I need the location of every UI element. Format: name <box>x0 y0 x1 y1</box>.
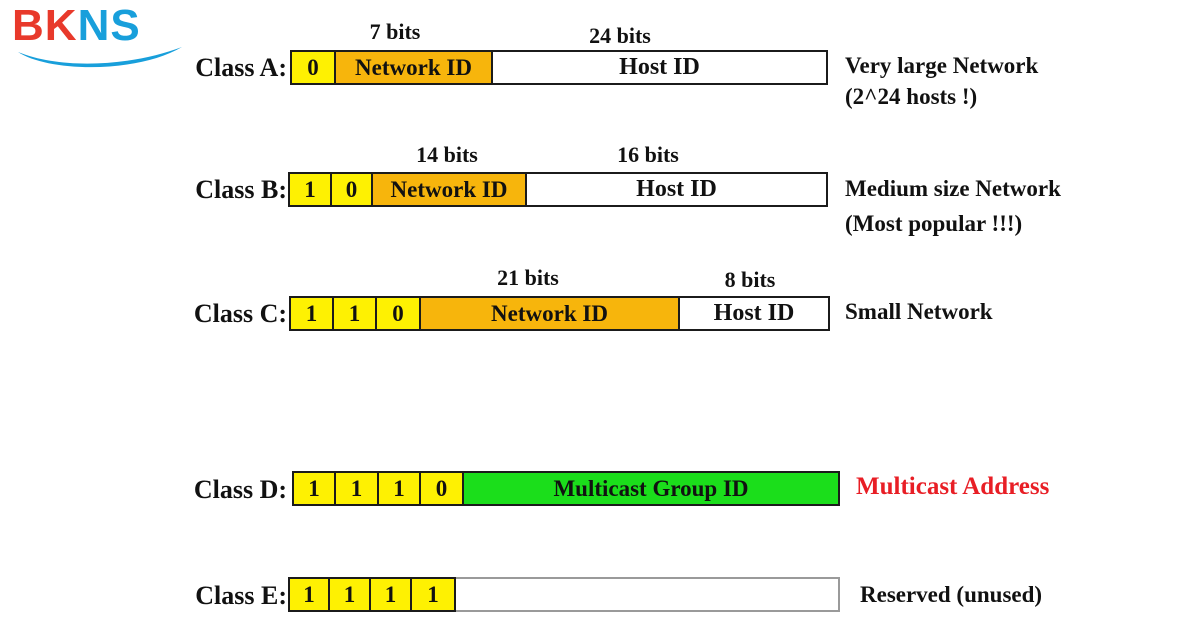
class-d-bit-0: 1 <box>294 473 336 504</box>
class-b-label: Class B: <box>195 175 287 204</box>
logo-part-ns: NS <box>77 1 141 50</box>
logo-swoosh-icon <box>14 44 186 75</box>
class-c-host-bits-label: 8 bits <box>724 267 776 292</box>
class-a-host-id-cell: Host ID <box>493 52 826 83</box>
logo-text: BKNS <box>12 4 192 48</box>
class-c-bit-2: 0 <box>377 298 421 329</box>
class-c-bit-1: 1 <box>334 298 377 329</box>
bkns-logo: BKNS <box>12 4 192 68</box>
class-c-network-id-cell: Network ID <box>421 298 680 329</box>
class-a-bit-0: 0 <box>292 52 336 83</box>
class-b-host-bits-label: 16 bits <box>617 142 679 167</box>
class-c-host-id-cell: Host ID <box>680 298 828 329</box>
class-e-bit-0: 1 <box>290 579 330 610</box>
class-a-bar: 0 Network ID Host ID <box>290 50 828 85</box>
class-e-label: Class E: <box>195 581 287 610</box>
class-a-host-bits-label: 24 bits <box>589 23 651 48</box>
class-e-bit-group: 1 1 1 1 <box>288 577 456 612</box>
class-d-bit-3: 0 <box>421 473 464 504</box>
class-c-network-bits-label: 21 bits <box>497 265 559 290</box>
class-a-note-line2: (2^24 hosts !) <box>845 84 978 109</box>
class-e-bit-3: 1 <box>412 579 454 610</box>
class-c-note-line1: Small Network <box>845 299 993 324</box>
class-e-bit-1: 1 <box>330 579 371 610</box>
class-c-bar: 1 1 0 Network ID Host ID <box>289 296 830 331</box>
class-c-label: Class C: <box>193 299 287 328</box>
class-b-note-line1: Medium size Network <box>845 176 1061 201</box>
class-a-network-id-cell: Network ID <box>336 52 493 83</box>
class-a-note-line1: Very large Network <box>845 53 1039 78</box>
class-d-multicast-group-id-cell: Multicast Group ID <box>464 473 838 504</box>
class-d-label: Class D: <box>193 475 287 504</box>
class-d-bar: 1 1 1 0 Multicast Group ID <box>292 471 840 506</box>
class-d-note-line1: Multicast Address <box>856 473 1050 500</box>
class-e-note-line1: Reserved (unused) <box>860 582 1043 607</box>
class-a-network-bits-label: 7 bits <box>369 19 421 44</box>
class-b-network-bits-label: 14 bits <box>416 142 478 167</box>
class-e-reserved-cell <box>456 577 840 612</box>
class-b-bit-0: 1 <box>290 174 332 205</box>
logo-part-bk: BK <box>12 1 78 50</box>
class-e-bit-2: 1 <box>371 579 412 610</box>
class-e-bar: 1 1 1 1 <box>288 577 840 612</box>
class-b-bar: 1 0 Network ID Host ID <box>288 172 828 207</box>
class-c-bit-0: 1 <box>291 298 334 329</box>
class-a-label: Class A: <box>195 53 287 82</box>
class-b-bit-1: 0 <box>332 174 373 205</box>
class-b-note-line2: (Most popular !!!) <box>845 211 1023 236</box>
class-b-host-id-cell: Host ID <box>527 174 826 205</box>
class-b-network-id-cell: Network ID <box>373 174 527 205</box>
class-d-bit-1: 1 <box>336 473 379 504</box>
class-d-bit-2: 1 <box>379 473 421 504</box>
